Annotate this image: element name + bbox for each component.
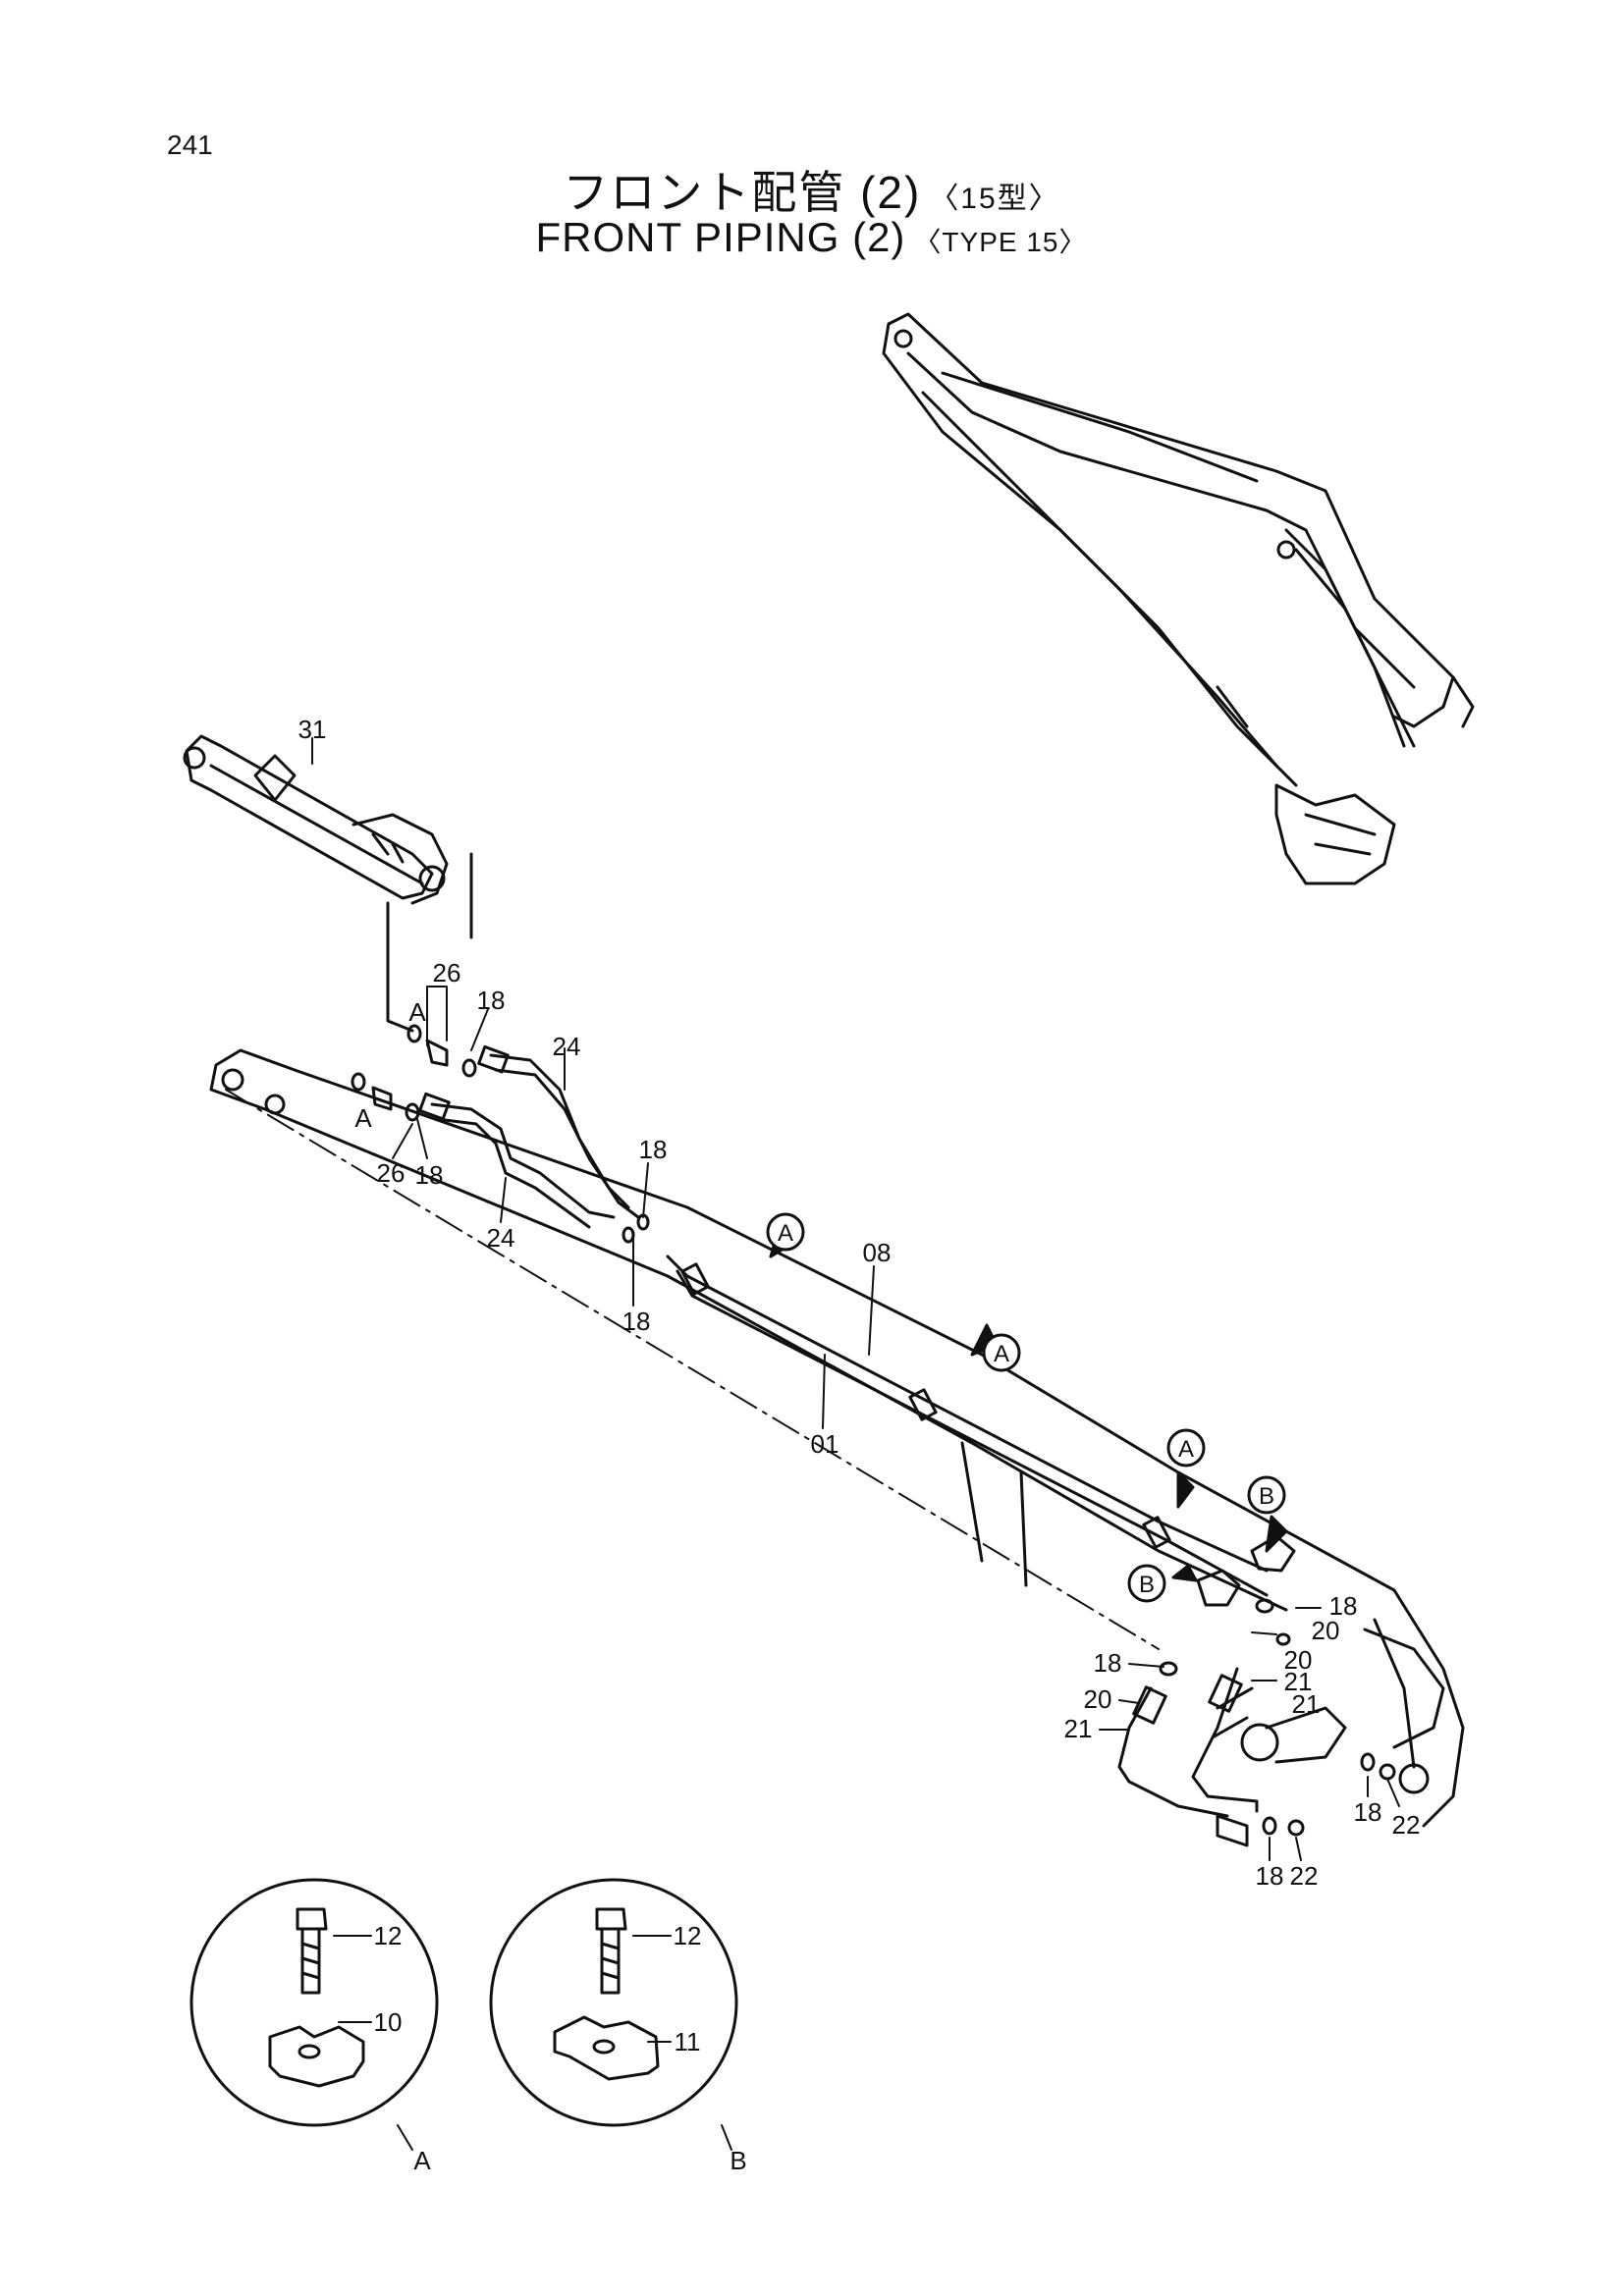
ref-label-a-lower: A: [354, 1103, 372, 1133]
title-japanese: フロント配管 (2)〈15型〉: [0, 157, 1623, 222]
page-number: 241: [167, 130, 213, 160]
callout-a2-letter: A: [994, 1341, 1009, 1367]
part-label-18-e: 18: [1329, 1591, 1358, 1621]
part-label-26-upper: 26: [433, 958, 461, 988]
part-label-20-left: 20: [1084, 1684, 1112, 1714]
callout-circle-b1: [1247, 1475, 1286, 1515]
part-label-18-b: 18: [415, 1160, 444, 1190]
part-label-11: 11: [675, 2027, 701, 2056]
title-english-type: 〈TYPE 15〉: [913, 227, 1088, 257]
callout-circle-b2: [1127, 1564, 1166, 1603]
part-label-18-a: 18: [477, 986, 506, 1015]
excavator-overview-illustration: [882, 312, 1475, 885]
part-label-20-middle: 20: [1284, 1645, 1313, 1675]
pipe-08: [666, 1255, 1269, 1597]
hoses-24: [418, 1044, 640, 1229]
part-label-22-right: 22: [1392, 1810, 1421, 1840]
callout-circle-a2: [982, 1333, 1021, 1372]
callout-circle-a3: [1166, 1428, 1206, 1468]
callout-circle-a1: [766, 1212, 805, 1252]
detail-label-a: A: [413, 2146, 431, 2175]
title-english: FRONT PIPING (2)〈TYPE 15〉: [0, 214, 1623, 261]
part-label-01: 01: [811, 1429, 839, 1459]
callout-b1-letter: B: [1259, 1483, 1274, 1510]
callout-a3-letter: A: [1178, 1436, 1194, 1463]
part-label-21-left: 21: [1064, 1714, 1093, 1743]
part-label-18-g: 18: [1354, 1797, 1382, 1827]
part-label-24-lower: 24: [487, 1223, 515, 1253]
part-label-10: 10: [374, 2007, 403, 2037]
callout-arrows: [769, 1220, 1288, 1582]
part-label-24-upper: 24: [553, 1032, 581, 1061]
hoses-20-21: [1117, 1667, 1347, 1847]
part-label-12-detail-b: 12: [674, 1921, 702, 1950]
title-japanese-main: フロント配管 (2): [563, 167, 922, 218]
fittings-26-18-left: [351, 1024, 650, 1244]
ref-label-a-upper: A: [408, 997, 426, 1027]
part-label-20-upper: 20: [1312, 1616, 1340, 1645]
boom-cylinder-31: [183, 734, 449, 905]
title-english-main: FRONT PIPING (2): [535, 214, 906, 260]
part-label-21-right: 21: [1292, 1689, 1321, 1719]
part-label-21-upper: 21: [1284, 1667, 1313, 1696]
part-label-12-detail-a: 12: [374, 1921, 403, 1950]
leader-lines: [311, 737, 1400, 2151]
cylinder-port-bracket: [386, 852, 473, 1033]
part-label-18-f: 18: [1094, 1648, 1122, 1678]
callout-a1-letter: A: [778, 1220, 793, 1247]
callout-b2-letter: B: [1139, 1572, 1155, 1598]
detail-label-b: B: [730, 2146, 746, 2175]
title-japanese-type: 〈15型〉: [929, 183, 1060, 215]
detail-view-a: [189, 1878, 439, 2127]
part-label-31: 31: [298, 715, 327, 744]
part-label-18-c: 18: [639, 1135, 668, 1164]
part-label-18-d: 18: [622, 1307, 651, 1336]
part-label-18-h: 18: [1256, 1861, 1284, 1891]
detail-view-b: [489, 1878, 738, 2127]
part-label-26-lower: 26: [377, 1158, 406, 1188]
part-label-08: 08: [863, 1238, 892, 1267]
part-label-22-bottom: 22: [1290, 1861, 1319, 1891]
